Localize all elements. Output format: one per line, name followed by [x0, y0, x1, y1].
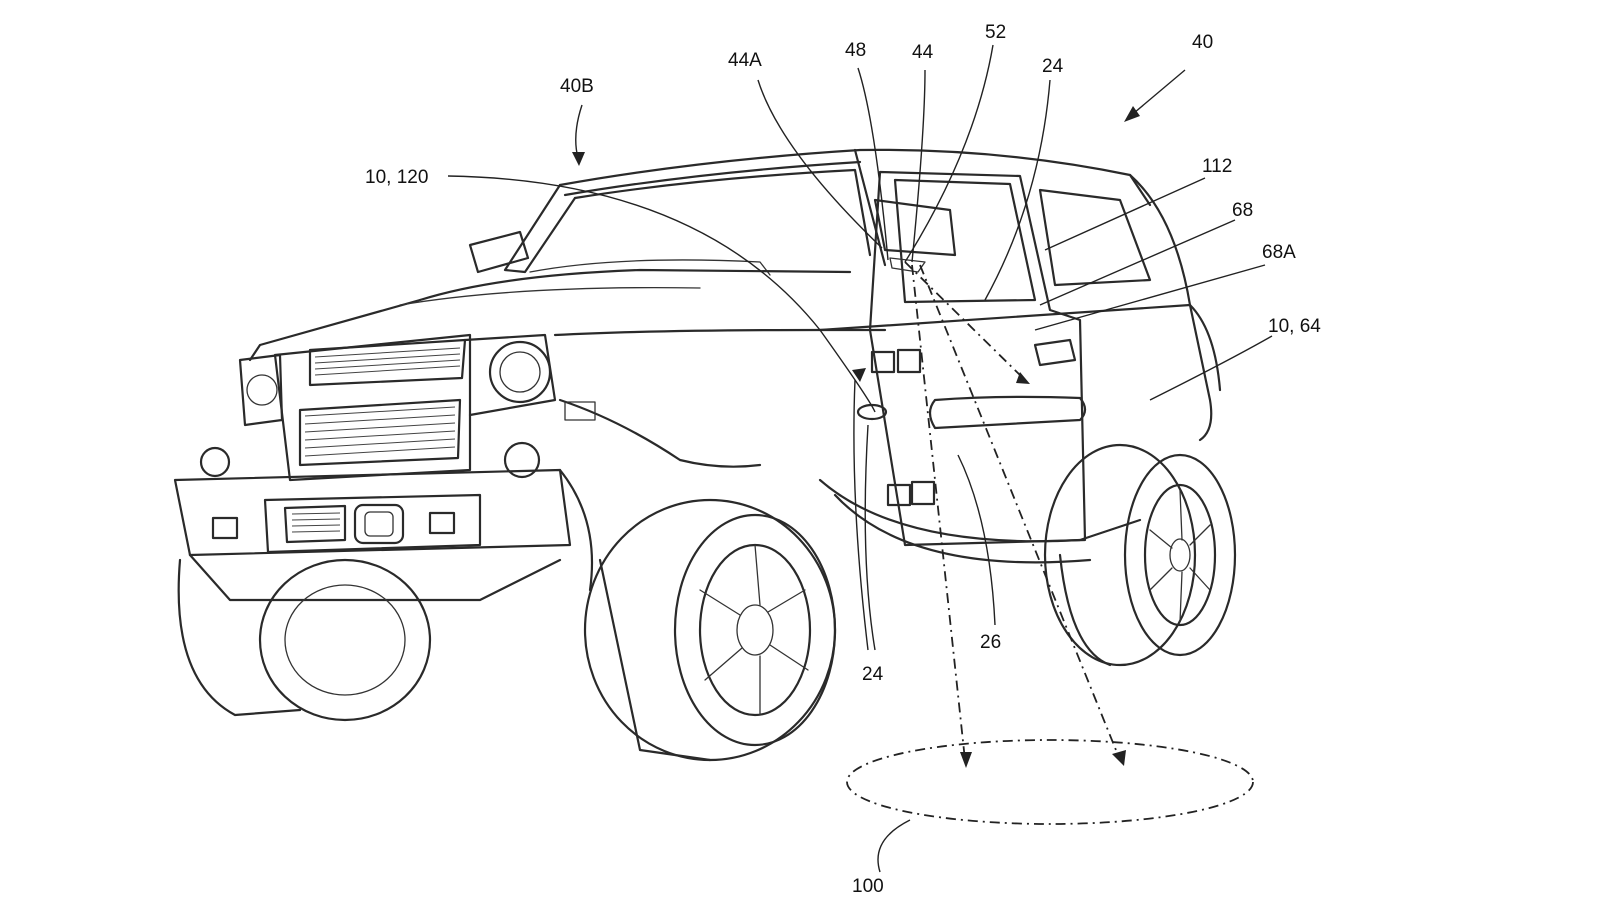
label-24-top: 24 — [1042, 56, 1064, 77]
label-44a: 44A — [728, 50, 762, 71]
label-112: 112 — [1202, 156, 1232, 177]
label-52: 52 — [985, 22, 1006, 43]
label-48: 48 — [845, 40, 866, 61]
label-100: 100 — [852, 876, 884, 897]
label-26: 26 — [980, 632, 1001, 653]
label-40: 40 — [1192, 32, 1213, 53]
label-68: 68 — [1232, 200, 1253, 221]
leader-lines — [447, 44, 1273, 873]
label-10-120: 10, 120 — [365, 167, 428, 188]
label-24-bottom: 24 — [862, 664, 884, 685]
label-10-64: 10, 64 — [1268, 316, 1321, 337]
vehicle-body — [173, 148, 1222, 602]
label-68a: 68A — [1262, 242, 1296, 263]
front-right-wheel — [583, 498, 837, 762]
ground-illumination-zone — [846, 739, 1254, 825]
label-44: 44 — [912, 42, 934, 63]
light-projection — [846, 261, 1254, 825]
reference-labels: 40 40B 10, 120 44A 48 44 52 24 112 68 68… — [365, 22, 1321, 897]
front-left-wheel — [177, 558, 432, 722]
label-40b: 40B — [560, 76, 594, 97]
rear-wheel — [1043, 443, 1237, 667]
